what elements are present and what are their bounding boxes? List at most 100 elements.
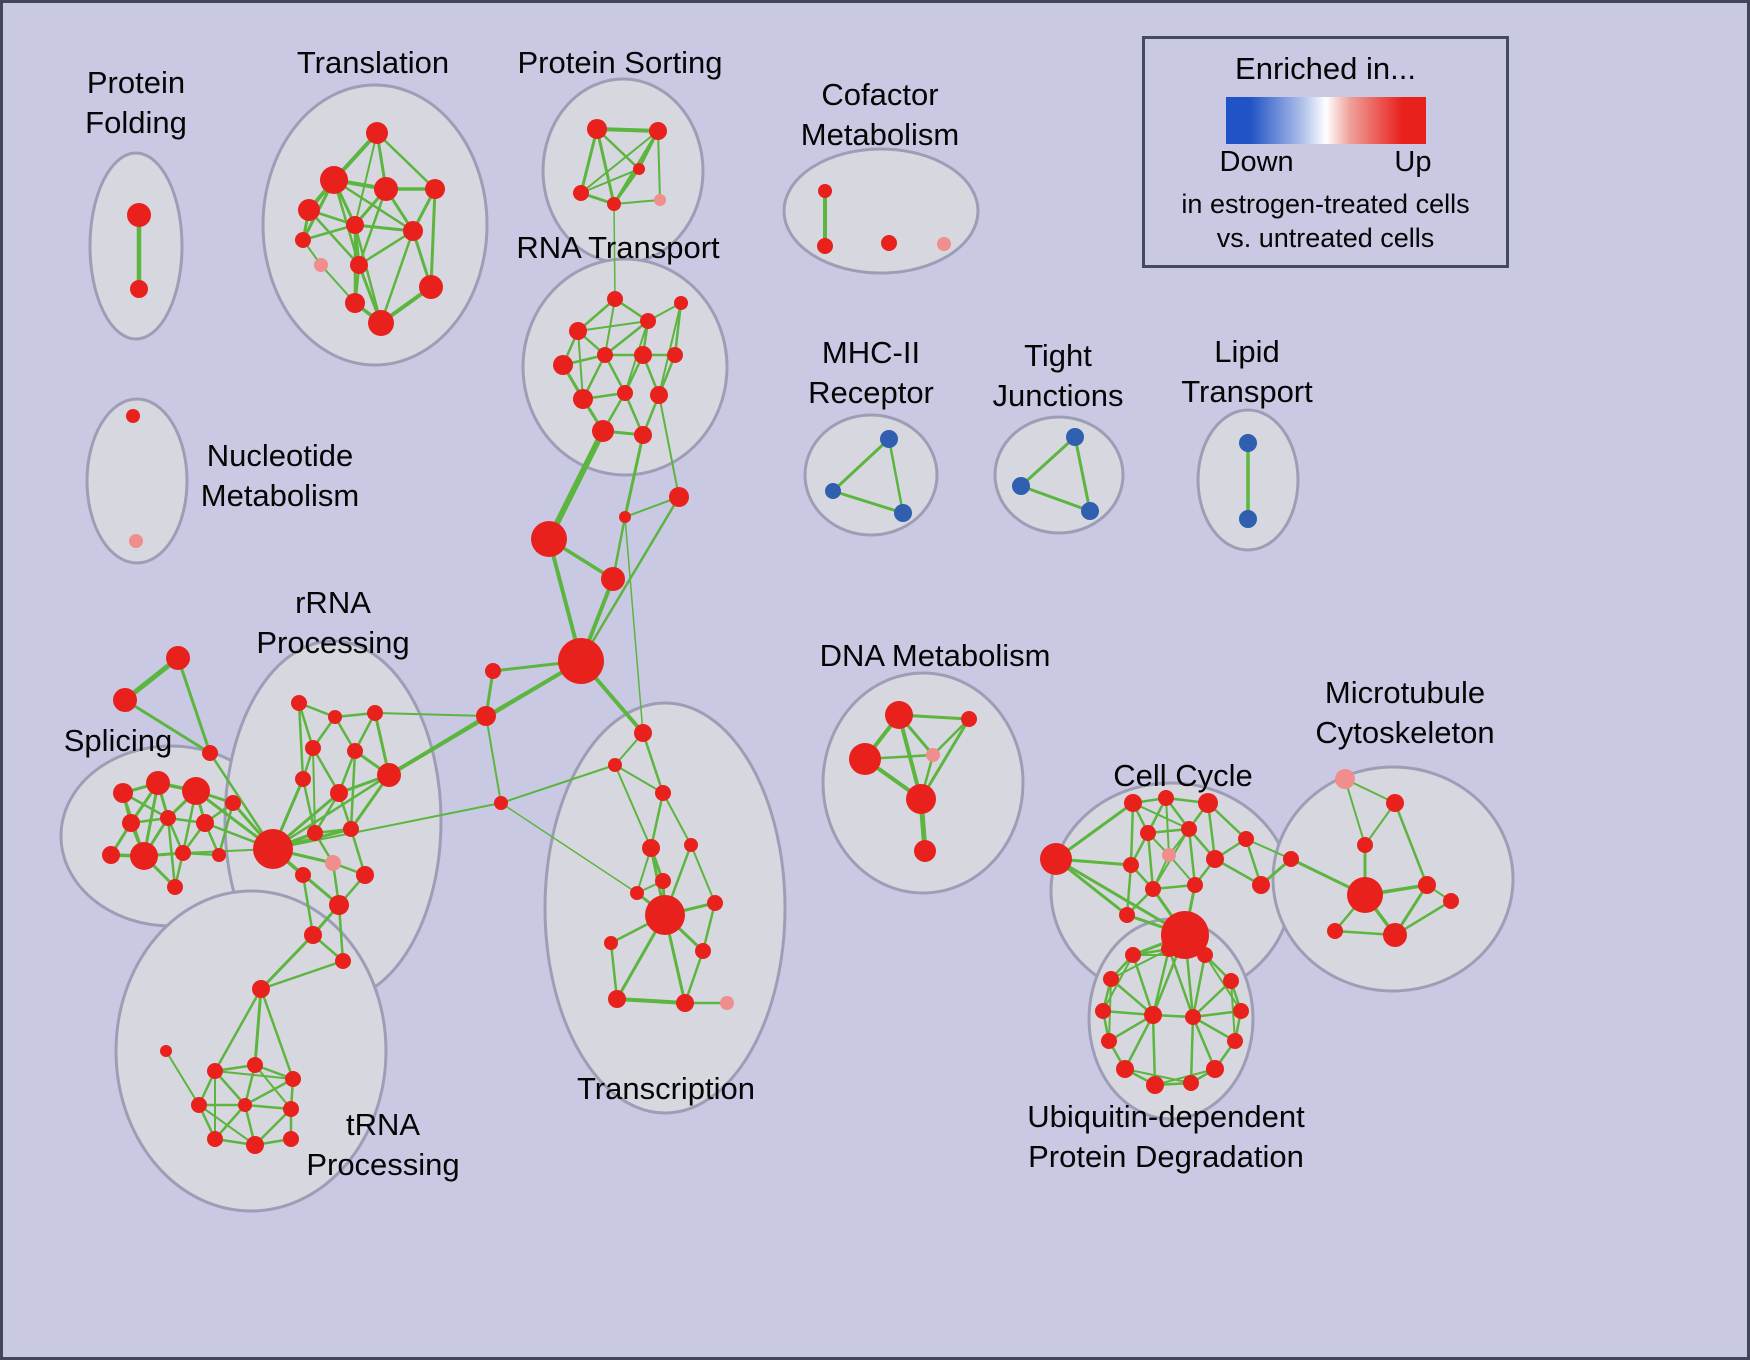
node-tc8[interactable]: [645, 895, 685, 935]
node-pf2[interactable]: [130, 280, 148, 298]
node-cf1[interactable]: [818, 184, 832, 198]
node-rt13[interactable]: [634, 426, 652, 444]
node-ch3[interactable]: [531, 521, 567, 557]
node-tn5[interactable]: [285, 1071, 301, 1087]
node-mt1[interactable]: [1335, 769, 1355, 789]
node-rr17[interactable]: [335, 953, 351, 969]
node-tl9[interactable]: [350, 256, 368, 274]
node-tn4[interactable]: [247, 1057, 263, 1073]
node-sp9[interactable]: [175, 845, 191, 861]
node-dm3[interactable]: [849, 743, 881, 775]
node-lt2[interactable]: [1239, 510, 1257, 528]
node-tc6[interactable]: [655, 873, 671, 889]
node-tj3[interactable]: [1081, 502, 1099, 520]
node-mt7[interactable]: [1443, 893, 1459, 909]
node-dm2[interactable]: [961, 711, 977, 727]
node-tl11[interactable]: [345, 293, 365, 313]
node-mh1[interactable]: [880, 430, 898, 448]
node-rt10[interactable]: [617, 385, 633, 401]
node-tc10[interactable]: [604, 936, 618, 950]
node-rr13[interactable]: [295, 867, 311, 883]
node-tl7[interactable]: [403, 221, 423, 241]
node-tl1[interactable]: [366, 122, 388, 144]
node-cc9[interactable]: [1206, 850, 1224, 868]
node-rr2[interactable]: [328, 710, 342, 724]
node-tl3[interactable]: [298, 199, 320, 221]
node-rr9[interactable]: [253, 829, 293, 869]
node-sp1[interactable]: [113, 783, 133, 803]
node-ps1[interactable]: [587, 119, 607, 139]
node-tg2[interactable]: [113, 688, 137, 712]
node-ub2[interactable]: [1161, 941, 1177, 957]
node-rt9[interactable]: [573, 389, 593, 409]
node-tc4[interactable]: [642, 839, 660, 857]
node-ps5[interactable]: [654, 194, 666, 206]
node-mh2[interactable]: [825, 483, 841, 499]
node-ch4[interactable]: [601, 567, 625, 591]
node-ub4[interactable]: [1103, 971, 1119, 987]
node-cc11[interactable]: [1145, 881, 1161, 897]
node-rr12[interactable]: [325, 855, 341, 871]
node-rr10[interactable]: [307, 825, 323, 841]
node-tc7[interactable]: [630, 886, 644, 900]
node-ub5[interactable]: [1223, 973, 1239, 989]
node-tn11[interactable]: [283, 1131, 299, 1147]
node-rr11[interactable]: [343, 821, 359, 837]
node-rt12[interactable]: [592, 420, 614, 442]
node-cc5[interactable]: [1140, 825, 1156, 841]
node-ps4[interactable]: [607, 197, 621, 211]
node-sp7[interactable]: [102, 846, 120, 864]
node-tc14[interactable]: [720, 996, 734, 1010]
node-rt6[interactable]: [597, 347, 613, 363]
node-tn1[interactable]: [252, 980, 270, 998]
node-cf3[interactable]: [881, 235, 897, 251]
node-pf1[interactable]: [127, 203, 151, 227]
node-tl10[interactable]: [295, 232, 311, 248]
node-ch1[interactable]: [619, 511, 631, 523]
node-ub9[interactable]: [1227, 1033, 1243, 1049]
node-ub12[interactable]: [1146, 1076, 1164, 1094]
node-ch7[interactable]: [494, 796, 508, 810]
node-cc3[interactable]: [1158, 790, 1174, 806]
node-hub[interactable]: [558, 638, 604, 684]
node-tn3[interactable]: [207, 1063, 223, 1079]
node-ub1[interactable]: [1125, 947, 1141, 963]
node-sp3[interactable]: [182, 777, 210, 805]
node-rr14[interactable]: [356, 866, 374, 884]
node-tc5[interactable]: [684, 838, 698, 852]
node-rr7[interactable]: [295, 771, 311, 787]
node-mt3[interactable]: [1357, 837, 1373, 853]
node-sp5[interactable]: [160, 810, 176, 826]
node-rr8[interactable]: [330, 784, 348, 802]
node-tn10[interactable]: [246, 1136, 264, 1154]
node-tn7[interactable]: [238, 1098, 252, 1112]
node-tn2[interactable]: [160, 1045, 172, 1057]
node-sp10[interactable]: [225, 795, 241, 811]
node-sp4[interactable]: [122, 814, 140, 832]
node-ub11[interactable]: [1206, 1060, 1224, 1078]
node-rr16[interactable]: [304, 926, 322, 944]
node-rr15[interactable]: [329, 895, 349, 915]
node-tn9[interactable]: [207, 1131, 223, 1147]
node-ch6[interactable]: [476, 706, 496, 726]
node-mt9[interactable]: [1327, 923, 1343, 939]
node-cc4[interactable]: [1198, 793, 1218, 813]
node-tn6[interactable]: [191, 1097, 207, 1113]
node-sp8[interactable]: [130, 842, 158, 870]
node-mt5[interactable]: [1347, 877, 1383, 913]
node-ch2[interactable]: [669, 487, 689, 507]
node-tj2[interactable]: [1012, 477, 1030, 495]
node-rt2[interactable]: [569, 322, 587, 340]
node-sp6[interactable]: [196, 814, 214, 832]
node-ub8[interactable]: [1101, 1033, 1117, 1049]
node-ps3[interactable]: [573, 185, 589, 201]
node-ps6[interactable]: [633, 163, 645, 175]
node-cc14[interactable]: [1119, 907, 1135, 923]
node-rt11[interactable]: [650, 386, 668, 404]
node-cc2[interactable]: [1124, 794, 1142, 812]
node-rt1[interactable]: [607, 291, 623, 307]
node-dm6[interactable]: [914, 840, 936, 862]
node-tj1[interactable]: [1066, 428, 1084, 446]
node-rr4[interactable]: [305, 740, 321, 756]
node-cc8[interactable]: [1123, 857, 1139, 873]
